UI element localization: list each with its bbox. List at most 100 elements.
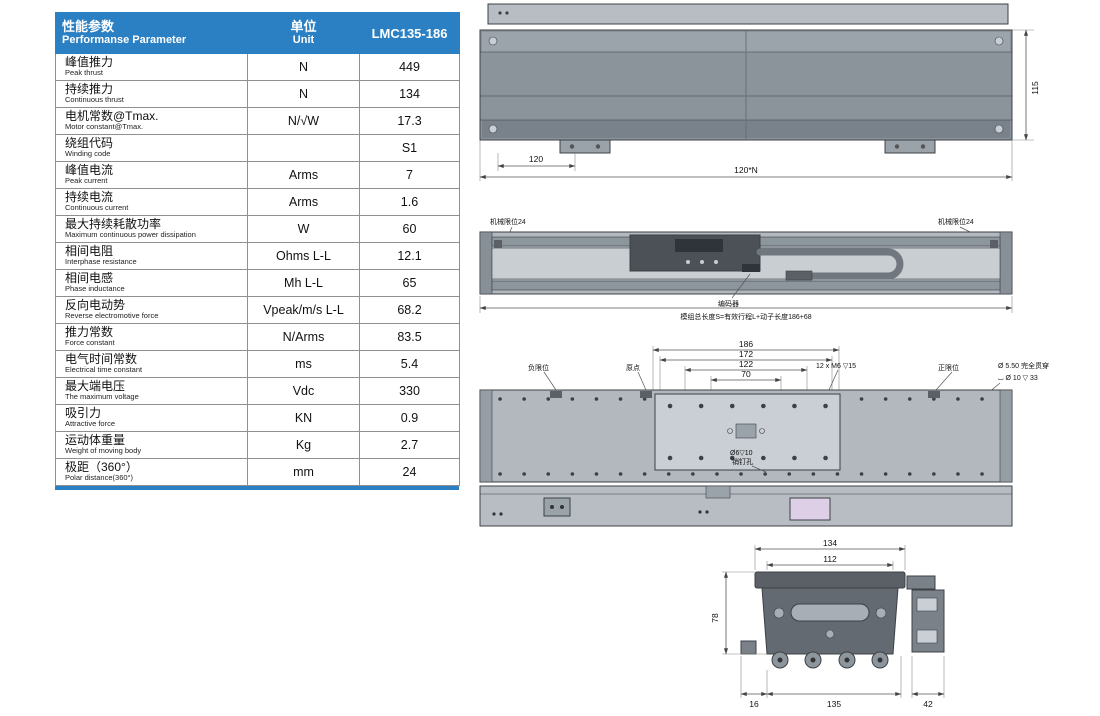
carriage-connector: [675, 239, 723, 252]
parameter-cell: 最大持续耗散功率 Maximum continuous power dissip…: [55, 215, 248, 243]
mounting-feet: [559, 139, 936, 154]
table-row: 相间电感 Phase inductance Mh L-L 65: [55, 269, 460, 297]
parameter-name-en: Continuous current: [65, 203, 129, 213]
parameter-cell: 持续推力 Continuous thrust: [55, 80, 248, 108]
negative-limit-switch: [550, 391, 562, 398]
parameter-cell: 持续电流 Continuous current: [55, 188, 248, 216]
unit-cell: ms: [247, 350, 360, 378]
end-cap-left: [479, 231, 493, 295]
corner-screws: [488, 36, 1004, 134]
positive-limit-label: 正限位: [938, 363, 959, 372]
model-number: LMC135-186: [371, 25, 448, 41]
header-unit-en: Unit: [292, 34, 315, 46]
parameter-name-cn: 绕组代码: [65, 136, 114, 151]
parameter-name-en: Motor constant@Tmax.: [65, 122, 144, 132]
plan-end-cap-left: [479, 389, 493, 483]
spec-table-body: 峰值推力 Peak thrust N 449 持续推力 Continuous t…: [55, 53, 460, 486]
unit-cell: W: [247, 215, 360, 243]
dim-186-label: 186: [739, 339, 753, 349]
value-cell: 24: [359, 458, 460, 486]
pin-hole-dia-label: Ø6▽10: [730, 450, 753, 457]
table-row: 极距（360°） Polar distance(360°) mm 24: [55, 458, 460, 486]
value-cell: 1.6: [359, 188, 460, 216]
parameter-name-cn: 电气时间常数: [65, 352, 138, 367]
parameter-cell: 运动体重量 Weight of moving body: [55, 431, 248, 459]
parameter-cell: 相间电感 Phase inductance: [55, 269, 248, 297]
parameter-name-cn: 运动体重量: [65, 433, 126, 448]
parameter-name-en: Attractive force: [65, 419, 116, 429]
unit-cell: KN: [247, 404, 360, 432]
header-model: LMC135-186: [359, 12, 460, 54]
unit-cell: Vdc: [247, 377, 360, 405]
unit-cell: Arms: [247, 188, 360, 216]
value-cell: 68.2: [359, 296, 460, 324]
mechanical-limit-right-label: 机械限位24: [938, 217, 974, 226]
dim-172-label: 172: [739, 349, 753, 359]
table-row: 电机常数@Tmax. Motor constant@Tmax. N/√W 17.…: [55, 107, 460, 135]
label-plate: [789, 497, 831, 521]
header-unit-cn: 单位: [290, 19, 317, 34]
cover-screw-dots: [498, 11, 509, 15]
parameter-name-en: Phase inductance: [65, 284, 125, 294]
parameter-cell: 峰值电流 Peak current: [55, 161, 248, 189]
table-row: 持续推力 Continuous thrust N 134: [55, 80, 460, 108]
plate-center-feature: [735, 423, 757, 439]
mechanical-stop-left: [494, 240, 502, 248]
parameter-cell: 反向电动势 Reverse electromotive force: [55, 296, 248, 324]
header-parameter-en: Performanse Parameter: [62, 34, 187, 46]
value-cell: 83.5: [359, 323, 460, 351]
parameter-name-cn: 反向电动势: [65, 298, 126, 313]
parameter-cell: 绕组代码 Winding code: [55, 134, 248, 162]
parameter-name-en: Polar distance(360°): [65, 473, 134, 483]
parameter-cell: 峰值推力 Peak thrust: [55, 53, 248, 81]
spec-table: 性能参数 Performanse Parameter 单位 Unit LMC13…: [55, 12, 460, 490]
parameter-name-cn: 最大持续耗散功率: [65, 217, 162, 232]
parameter-name-en: Weight of moving body: [65, 446, 142, 456]
unit-cell: N: [247, 80, 360, 108]
value-cell: 0.9: [359, 404, 460, 432]
center-tab: [705, 485, 731, 499]
header-parameter-cn: 性能参数: [62, 19, 115, 34]
dim-78-label: 78: [710, 613, 720, 623]
cable-chain: [756, 248, 904, 280]
unit-cell: Arms: [247, 161, 360, 189]
parameter-cell: 相间电阻 Interphase resistance: [55, 242, 248, 270]
parameter-cell: 吸引力 Attractive force: [55, 404, 248, 432]
parameter-name-en: Winding code: [65, 149, 111, 159]
parameter-name-en: The maximum voltage: [65, 392, 139, 402]
mechanical-limit-left-label: 机械限位24: [490, 217, 526, 226]
encoder-readhead: [742, 264, 760, 272]
counterbore-note: ⌴ Ø 10 ▽ 33: [998, 375, 1038, 382]
value-cell: 7: [359, 161, 460, 189]
plan-end-cap-right: [999, 389, 1013, 483]
dim-112-label: 112: [823, 554, 837, 564]
dim-70-label: 70: [741, 369, 751, 379]
dim-115-label: 115: [1030, 81, 1040, 95]
table-row: 最大端电压 The maximum voltage Vdc 330: [55, 377, 460, 405]
dim-42-label: 42: [923, 699, 933, 709]
total-length-formula: 模组总长度S=有效行程L+动子长度186+68: [680, 312, 811, 321]
header-unit: 单位 Unit: [247, 12, 360, 54]
table-row: 电气时间常数 Electrical time constant ms 5.4: [55, 350, 460, 378]
value-cell: 65: [359, 269, 460, 297]
dim-120n-label: 120*N: [734, 165, 758, 175]
mounting-holes-label: 12 x M6 ▽15: [816, 363, 856, 370]
negative-limit-label: 负限位: [528, 363, 549, 372]
unit-cell: Mh L-L: [247, 269, 360, 297]
parameter-name-cn: 持续推力: [65, 82, 114, 97]
parameter-cell: 最大端电压 The maximum voltage: [55, 377, 248, 405]
unit-cell: Kg: [247, 431, 360, 459]
unit-cell: N/Arms: [247, 323, 360, 351]
pin-hole-name-label: 销钉孔: [732, 457, 753, 466]
parameter-name-cn: 峰值电流: [65, 163, 114, 178]
parameter-name-cn: 持续电流: [65, 190, 114, 205]
parameter-name-cn: 推力常数: [65, 325, 114, 340]
mechanical-stop-right: [990, 240, 998, 248]
positive-limit-switch: [928, 391, 940, 398]
parameter-name-cn: 相间电阻: [65, 244, 114, 259]
parameter-name-cn: 最大端电压: [65, 379, 126, 394]
parameter-name-cn: 电机常数@Tmax.: [65, 109, 159, 124]
table-row: 运动体重量 Weight of moving body Kg 2.7: [55, 431, 460, 459]
unit-cell: N/√W: [247, 107, 360, 135]
parameter-cell: 电气时间常数 Electrical time constant: [55, 350, 248, 378]
